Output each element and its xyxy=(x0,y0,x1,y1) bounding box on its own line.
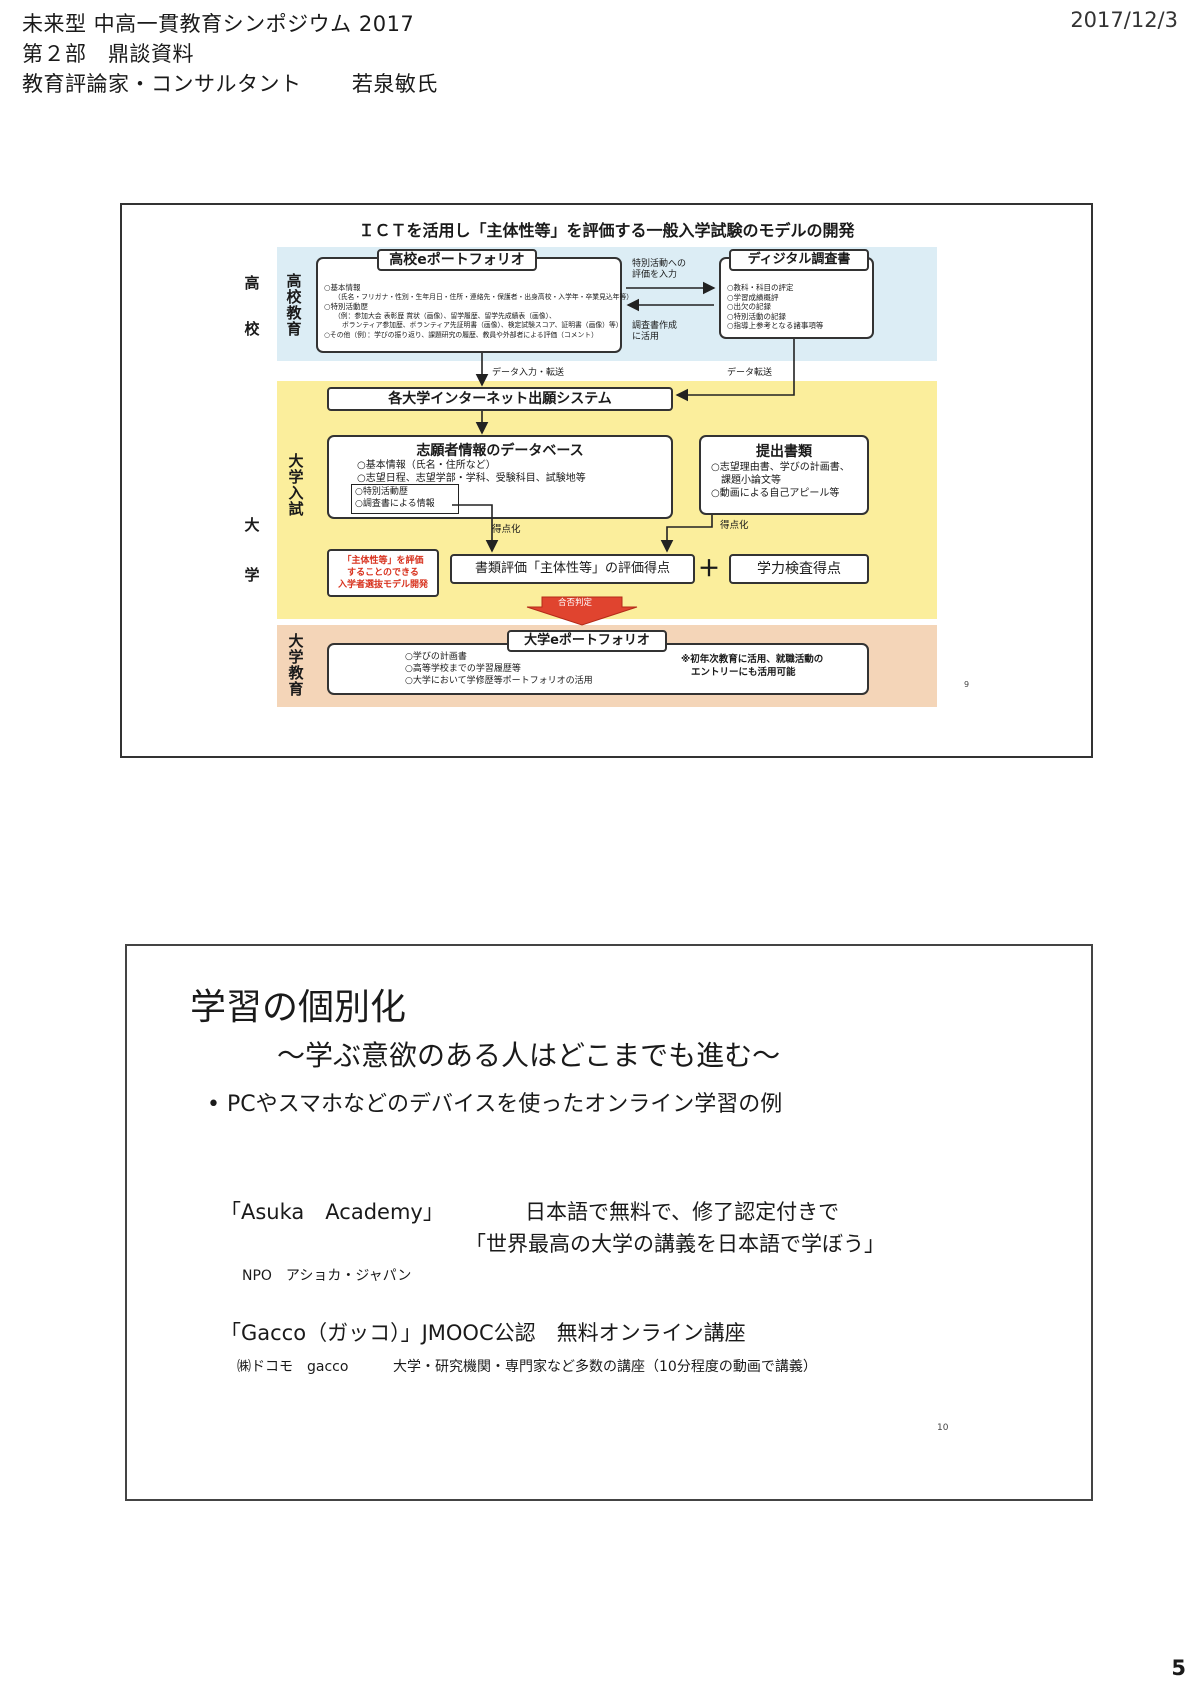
speaker-name: 若泉敏氏 xyxy=(351,72,438,96)
doc-header-line3: 教育評論家・コンサルタント 若泉敏氏 xyxy=(22,68,438,98)
list-item: （氏名・フリガナ・性別・生年月日・住所・連絡先・保護者・出身高校・入学年・卒業見… xyxy=(334,292,634,301)
plus-sign: ＋ xyxy=(698,557,721,582)
slide1-title: ＩＣＴを活用し「主体性等」を評価する一般入学試験のモデルの開発 xyxy=(358,221,855,240)
document-evaluation-score: 書類評価「主体性等」の評価得点 xyxy=(450,554,695,584)
side-label-university-admission: 大学入試 xyxy=(288,452,304,518)
list-item: ○出欠の記録 xyxy=(727,302,772,311)
arrow-label-bottom: 調査書作成 に活用 xyxy=(632,321,678,342)
docs-item-list: ○志望理由書、学びの計画書、 課題小論文等 ○動画による自己アピール等 xyxy=(711,461,850,500)
speaker-role: 教育評論家・コンサルタント xyxy=(22,72,302,96)
list-item: ○指導上参考となる諸事項等 xyxy=(727,321,824,330)
selection-model-label: 「主体性等」を評価 することのできる 入学者選抜モデル開発 xyxy=(337,556,428,590)
side-label-university-education: 大学教育 xyxy=(288,632,304,698)
doc-date: 2017/12/3 xyxy=(1070,8,1178,32)
list-item: ○志望日程、志望学部・学科、受験科目、試験地等 xyxy=(357,473,586,484)
high-school-portfolio-box: ○基本情報 （氏名・フリガナ・性別・生年月日・住所・連絡先・保護者・出身高校・入… xyxy=(316,257,633,353)
db-sub-box: ○特別活動歴 ○調査書による情報 xyxy=(351,484,459,514)
portfolio-item-list: ○基本情報 （氏名・フリガナ・性別・生年月日・住所・連絡先・保護者・出身高校・入… xyxy=(324,283,633,340)
gacco-name: 「Gacco（ガッコ）」JMOOC公認 無料オンライン講座 xyxy=(220,1321,746,1345)
transfer-label-right: データ転送 xyxy=(727,368,773,378)
side-label-school: 校 xyxy=(244,320,260,338)
bullet-text: PCやスマホなどのデバイスを使ったオンライン学習の例 xyxy=(226,1092,783,1117)
page-number: 5 xyxy=(1171,1656,1186,1680)
asuka-org: NPO アショカ・ジャパン xyxy=(242,1268,412,1284)
decision-label: 合否判定 xyxy=(558,598,593,608)
bullet-dot: • xyxy=(207,1092,220,1117)
list-item: ○特別活動歴 xyxy=(324,302,369,311)
list-item: ○調査書による情報 xyxy=(355,499,435,509)
slide2-subtitle: ～学ぶ意欲のある人はどこまでも進む～ xyxy=(277,1039,781,1072)
list-item: （例：参加大会 表彰歴 賞状（画像）、留学履歴、留学先成績表（画像）、 xyxy=(334,311,556,320)
side-label-high-school-education: 高校教育 xyxy=(286,272,302,338)
diagram-arrows xyxy=(452,281,795,626)
list-item: ○特別活動歴 xyxy=(355,487,408,497)
gacco-org: ㈱ドコモ gacco xyxy=(237,1359,349,1375)
list-item: ボランティア参加歴、ボランティア先証明書（画像）、検定試験スコア、証明書（画像）… xyxy=(342,321,623,329)
slide2-bullet: • PCやスマホなどのデバイスを使ったオンライン学習の例 xyxy=(207,1086,782,1118)
doc-header-line2: 第２部 鼎談資料 xyxy=(22,42,194,66)
list-item: ○基本情報（氏名・住所など） xyxy=(357,460,496,471)
digital-item-list: ○教科・科目の評定 ○学習成績概評 ○出欠の記録 ○特別活動の記録 ○指導上参考… xyxy=(727,283,823,331)
asuka-desc-line1: 日本語で無料で、修了認定付きで xyxy=(525,1200,840,1224)
doc-header-line1: 未来型 中高一貫教育シンポジウム 2017 xyxy=(22,12,415,36)
list-item: ○動画による自己アピール等 xyxy=(711,488,840,499)
uni-item-list: ○学びの計画書 ○高等学校までの学習履歴等 ○大学において学修歴等ポートフォリオ… xyxy=(405,651,593,687)
list-item: ○志望理由書、学びの計画書、 xyxy=(711,462,850,473)
submitted-docs-box: 提出書類 ○志望理由書、学びの計画書、 課題小論文等 ○動画による自己アピール等 xyxy=(699,435,869,515)
list-item: ○教科・科目の評定 xyxy=(727,283,794,292)
selection-model-box: 「主体性等」を評価 することのできる 入学者選抜モデル開発 xyxy=(327,549,439,597)
digital-report-title: ディジタル調査書 xyxy=(729,249,869,271)
slide-ict-admission-model: ＩＣＴを活用し「主体性等」を評価する一般入学試験のモデルの開発 高 校 高校教育… xyxy=(120,203,1093,758)
decision-arrow xyxy=(526,596,638,626)
arrow-label-top: 特別活動への 評価を入力 xyxy=(632,259,687,280)
scoring-label-left: 得点化 xyxy=(492,524,521,535)
slide2-number: 10 xyxy=(937,1423,949,1433)
online-application-system: 各大学インターネット出願システム xyxy=(327,387,673,411)
slide-personalized-learning: 学習の個別化 ～学ぶ意欲のある人はどこまでも進む～ • PCやスマホなどのデバイ… xyxy=(125,944,1093,1501)
asuka-desc-line2: 「世界最高の大学の講義を日本語で学ぼう」 xyxy=(465,1232,885,1256)
transfer-label-left: データ入力・転送 xyxy=(492,368,565,378)
asuka-academy-name: 「Asuka Academy」 xyxy=(220,1200,444,1224)
slide1-number: 9 xyxy=(964,680,970,689)
list-item: ○高等学校までの学習履歴等 xyxy=(405,664,521,674)
list-item: ○その他（例）：学びの振り返り、課題研究の履歴、教員や外部者による評価（コメント… xyxy=(324,330,598,339)
list-item: ○学びの計画書 xyxy=(405,652,467,662)
list-item: 課題小論文等 xyxy=(721,475,781,486)
university-portfolio-title: 大学eポートフォリオ xyxy=(507,630,667,652)
applicant-database-box: 志願者情報のデータベース ○基本情報（氏名・住所など） ○志望日程、志望学部・学… xyxy=(327,435,673,519)
list-item: ○特別活動の記録 xyxy=(727,311,787,321)
db-item-list: ○基本情報（氏名・住所など） ○志望日程、志望学部・学科、受験科目、試験地等 xyxy=(357,459,586,485)
list-item: ○学習成績概評 xyxy=(727,292,779,302)
applicant-database-title: 志願者情報のデータベース xyxy=(416,443,584,459)
high-school-portfolio-title: 高校eポートフォリオ xyxy=(377,249,537,271)
academic-test-score: 学力検査得点 xyxy=(729,554,869,584)
side-label-gaku: 学 xyxy=(244,566,260,584)
slide2-title: 学習の個別化 xyxy=(190,987,407,1028)
list-item: ○基本情報 xyxy=(324,283,361,292)
submitted-docs-title: 提出書類 xyxy=(756,444,812,460)
side-label-high: 高 xyxy=(244,274,260,292)
gacco-desc: 大学・研究機関・専門家など多数の講座（10分程度の動画で講義） xyxy=(393,1359,817,1375)
list-item: ○大学において学修歴等ポートフォリオの活用 xyxy=(405,676,593,686)
uni-portfolio-note: ※初年次教育に活用、就職活動の エントリーにも活用可能 xyxy=(681,654,824,678)
scoring-label-right: 得点化 xyxy=(720,520,749,531)
side-label-uni: 大 xyxy=(244,516,260,534)
